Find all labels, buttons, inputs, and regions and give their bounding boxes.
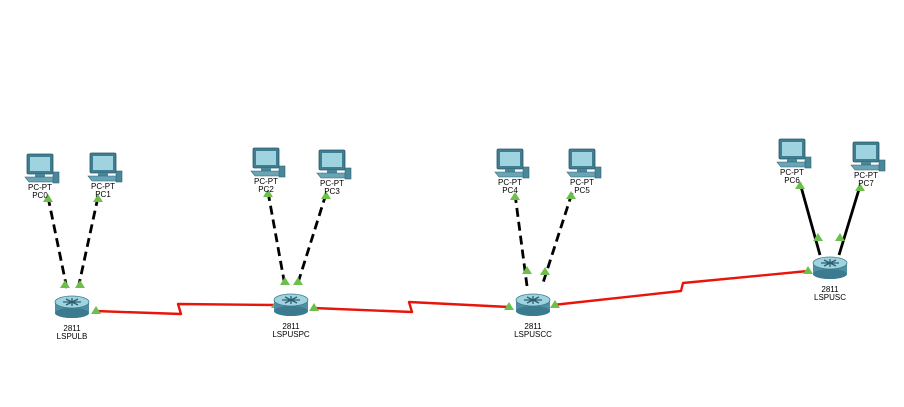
ethernet-link-pc3-r2[interactable]	[295, 193, 328, 287]
pc-model-label: PC-PT	[254, 177, 278, 186]
pc-name-label: PC5	[574, 186, 590, 195]
link-status-up-icon	[75, 280, 85, 288]
link-status-up-icon	[280, 277, 290, 285]
serial-link-r1-r2[interactable]	[94, 302, 277, 316]
link-status-up-icon	[309, 303, 319, 311]
pc-name-label: PC2	[258, 185, 274, 194]
link-status-up-icon	[510, 192, 520, 200]
link-status-up-icon	[835, 233, 845, 241]
router-model-label: 2811	[524, 322, 542, 331]
router-model-label: 2811	[821, 285, 839, 294]
pc-icon	[566, 148, 602, 179]
pc-icon	[494, 148, 530, 179]
pc-model-label: PC-PT	[28, 183, 52, 192]
link-status-up-icon	[813, 233, 823, 241]
pc-model-label: PC-PT	[570, 178, 594, 187]
router-icon	[54, 295, 90, 318]
pc-model-label: PC-PT	[854, 171, 878, 180]
link-status-up-icon	[803, 266, 813, 274]
pc-icon	[316, 149, 352, 180]
pc-name-label: PC7	[858, 179, 874, 188]
link-status-up-icon	[321, 191, 331, 199]
router-model-label: 2811	[282, 322, 300, 331]
pc-model-label: PC-PT	[780, 168, 804, 177]
link-status-up-icon	[60, 280, 70, 288]
link-status-up-icon	[43, 194, 53, 202]
links-layer	[46, 182, 862, 316]
serial-link-r2-r3[interactable]	[312, 300, 510, 314]
pc-name-label: PC4	[502, 186, 518, 195]
link-status-up-icon	[550, 300, 560, 308]
link-status-up-icon	[566, 191, 576, 199]
serial-link-r3-r4[interactable]	[552, 269, 809, 307]
pc-icon	[24, 153, 60, 184]
ethernet-link-pc6-r4[interactable]	[798, 182, 822, 256]
link-status-up-icon	[263, 189, 273, 197]
link-status-up-icon	[855, 183, 865, 191]
pc-model-label: PC-PT	[91, 182, 115, 191]
ethernet-link-pc7-r4[interactable]	[837, 185, 862, 256]
router-name-label: LSPUSPC	[272, 330, 310, 339]
pc-icon	[850, 141, 886, 172]
pc-name-label: PC0	[32, 191, 48, 200]
pc-icon	[250, 147, 286, 178]
pc-model-label: PC-PT	[320, 179, 344, 188]
ethernet-link-pc1-r1[interactable]	[76, 196, 100, 290]
router-name-label: LSPULB	[57, 332, 88, 341]
link-status-up-icon	[293, 277, 303, 285]
router-name-label: LSPUSC	[814, 293, 846, 302]
pc-name-label: PC3	[324, 187, 340, 196]
router-icon	[273, 293, 309, 316]
pc-name-label: PC1	[95, 190, 111, 199]
link-status-up-icon	[504, 302, 514, 310]
link-status-up-icon	[522, 266, 532, 274]
link-lights-layer	[43, 181, 865, 314]
pc-icon	[776, 138, 812, 169]
link-status-up-icon	[93, 194, 103, 202]
pc-model-label: PC-PT	[498, 178, 522, 187]
ethernet-link-pc5-r3[interactable]	[540, 192, 574, 287]
ethernet-link-pc0-r1[interactable]	[46, 196, 69, 290]
router-model-label: 2811	[63, 324, 81, 333]
link-status-up-icon	[540, 267, 550, 275]
link-status-up-icon	[795, 181, 805, 189]
pc-icon	[87, 152, 123, 183]
router-name-label: LSPUSCC	[514, 330, 552, 339]
router-icon	[812, 256, 848, 279]
link-status-up-icon	[91, 306, 101, 314]
ethernet-link-pc2-r2[interactable]	[266, 191, 287, 287]
pc-name-label: PC6	[784, 176, 800, 185]
router-icon	[515, 293, 551, 316]
devices-layer: 2811LSPULB2811LSPUSPC2811LSPUSCC2811LSPU…	[24, 138, 886, 341]
